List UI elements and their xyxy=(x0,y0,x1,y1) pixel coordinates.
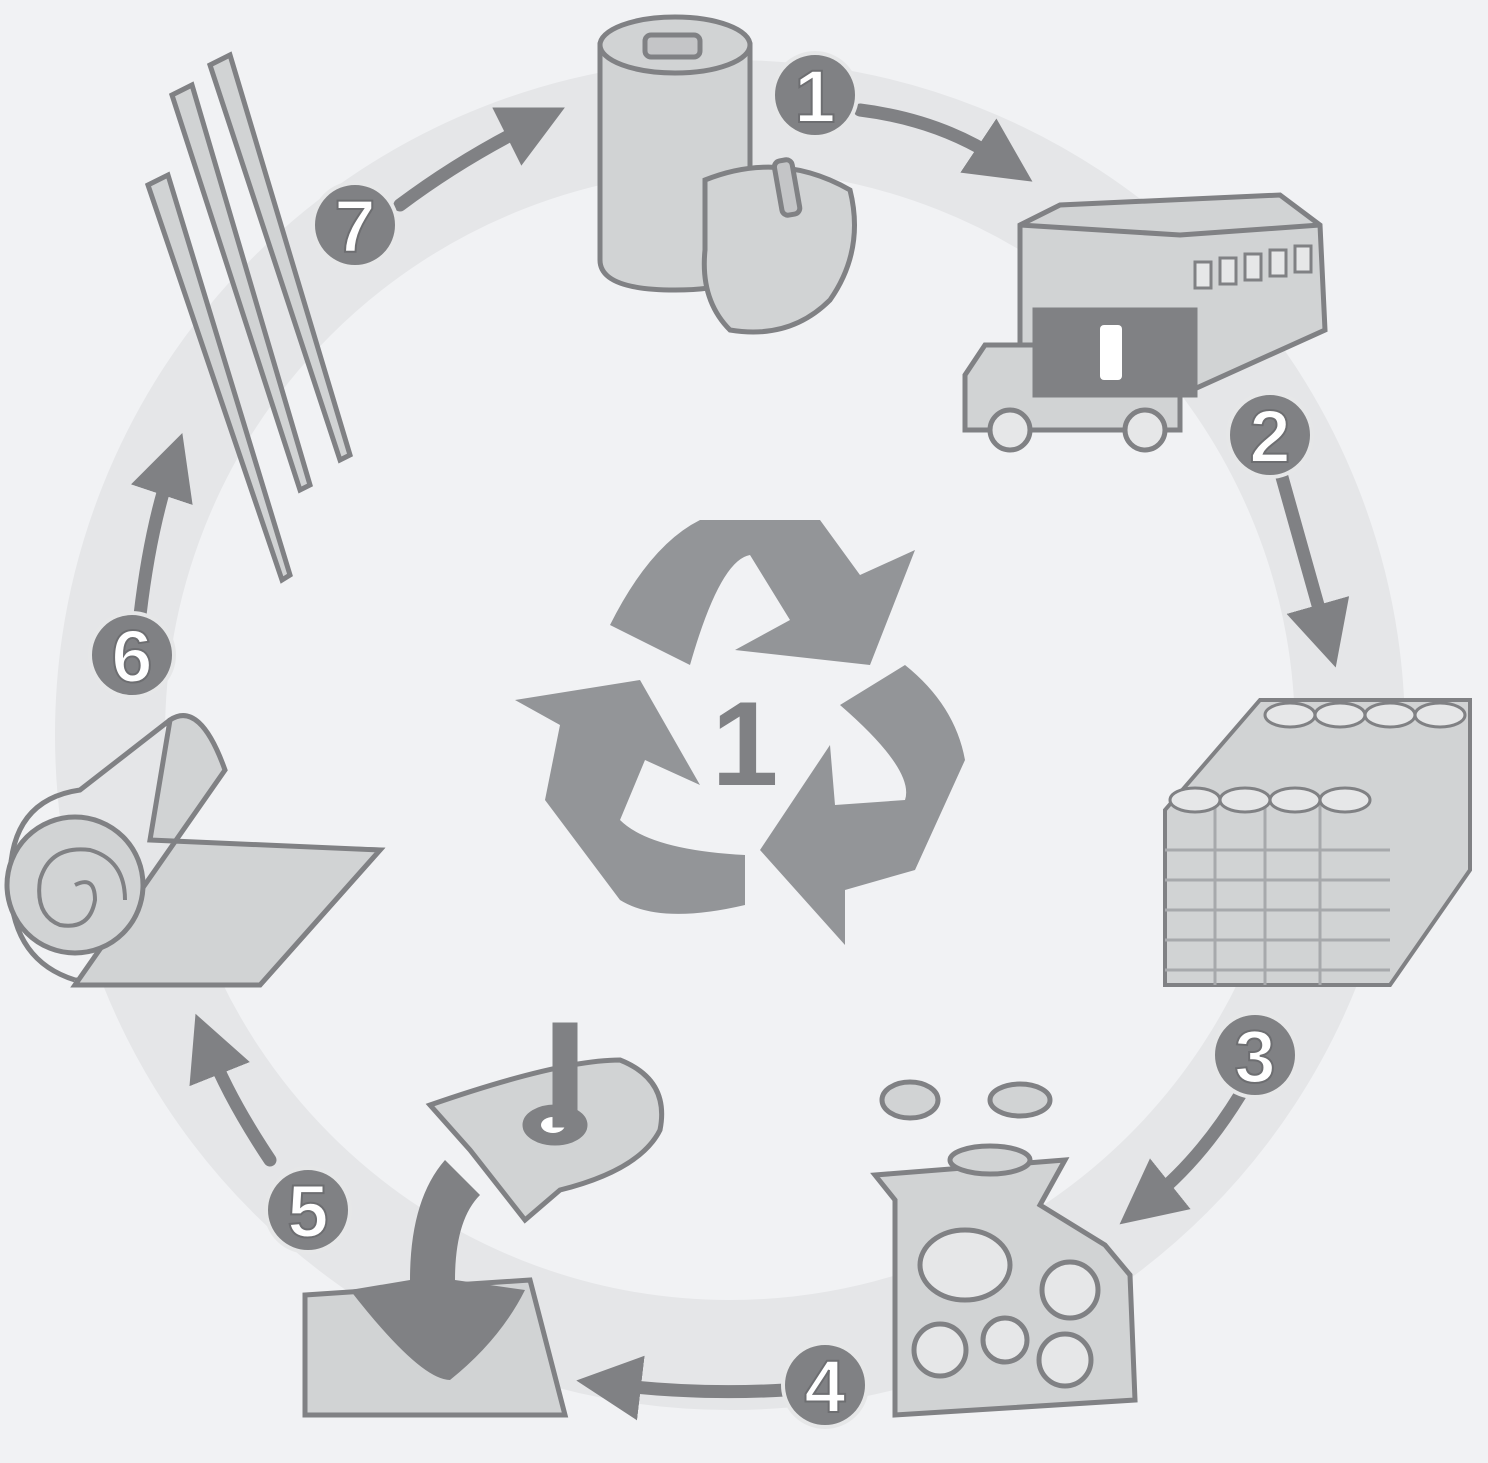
step-7-number: 7 xyxy=(334,185,375,268)
recycle-symbol-icon: 1 xyxy=(515,520,965,945)
step-7-badge: 7 xyxy=(313,183,397,268)
step-3-badge: 3 xyxy=(1213,1013,1297,1098)
step-3-crushed-can-bales-icon xyxy=(1165,700,1470,985)
step-2-badge: 2 xyxy=(1228,393,1312,478)
step-4-badge: 4 xyxy=(783,1343,867,1428)
step-6-badge: 6 xyxy=(90,613,174,698)
arrow-4-to-5 xyxy=(615,1385,785,1392)
step-3-number: 3 xyxy=(1234,1015,1275,1098)
step-4-shredder-icon xyxy=(875,1082,1135,1415)
step-2-number: 2 xyxy=(1249,395,1290,478)
step-1-number: 1 xyxy=(794,55,835,138)
step-5-badge: 5 xyxy=(266,1168,350,1253)
step-1-badge: 1 xyxy=(773,53,857,138)
center-symbol-label: 1 xyxy=(712,677,779,811)
step-6-number: 6 xyxy=(111,615,152,698)
step-5-number: 5 xyxy=(287,1170,328,1253)
step-4-number: 4 xyxy=(804,1345,845,1428)
